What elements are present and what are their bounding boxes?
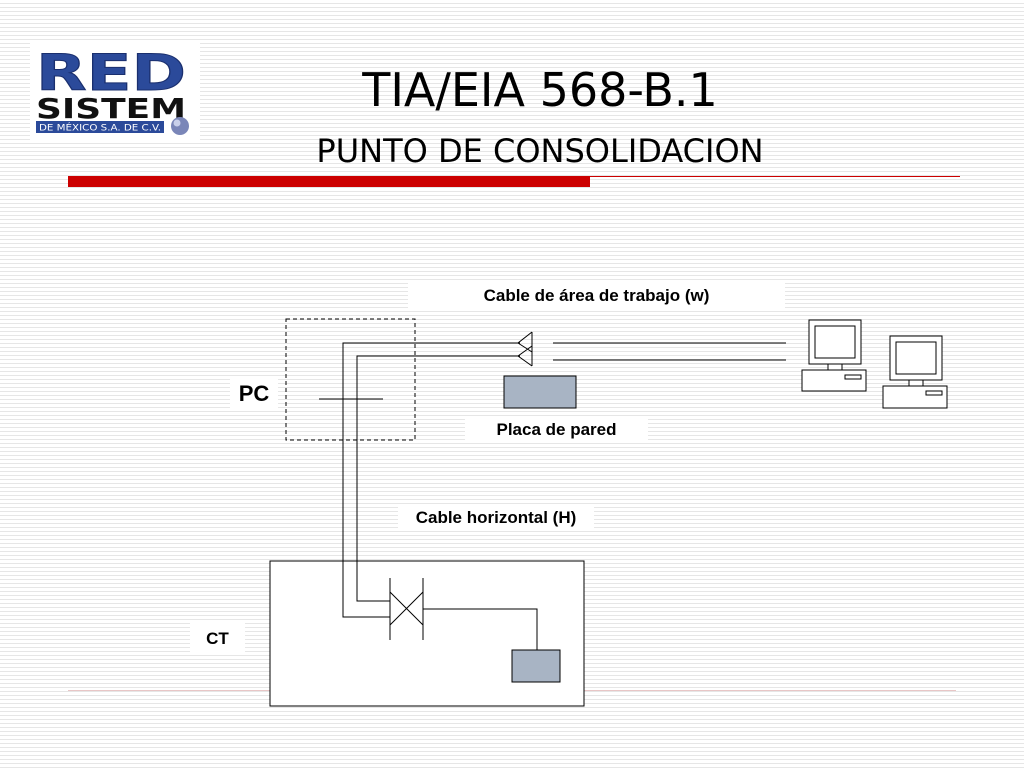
wall-plate bbox=[503, 375, 577, 409]
computer-icon-1 bbox=[801, 319, 867, 392]
horizontal-cable-label: Cable horizontal (H) bbox=[398, 505, 594, 531]
horizontal-cable-outer bbox=[342, 342, 520, 618]
patch-cord bbox=[423, 608, 538, 650]
equipment-box bbox=[511, 649, 561, 683]
slide-subtitle: PUNTO DE CONSOLIDACION bbox=[316, 132, 764, 170]
header-divider bbox=[68, 176, 590, 187]
outlet-connector-1 bbox=[517, 331, 533, 353]
consolidation-point-label: PC bbox=[230, 378, 278, 410]
consolidation-point-box bbox=[285, 318, 416, 441]
cross-connect-x-2 bbox=[389, 591, 424, 626]
company-logo: RED SISTEM DE MÉXICO S.A. DE C.V. bbox=[30, 42, 200, 140]
header-divider-thin bbox=[590, 176, 960, 177]
logo-sistem-text: SISTEM bbox=[36, 92, 186, 125]
logo-tagline-text: DE MÉXICO S.A. DE C.V. bbox=[39, 122, 161, 134]
work-area-cable-label: Cable de área de trabajo (w) bbox=[408, 281, 785, 311]
telecom-room-label: CT bbox=[190, 623, 245, 655]
wall-plate-label: Placa de pared bbox=[465, 417, 648, 443]
slide-title: TIA/EIA 568-B.1 bbox=[362, 63, 718, 117]
computer-icon-2 bbox=[882, 335, 948, 409]
horizontal-cable-inner bbox=[356, 355, 520, 602]
logo-red-text: RED bbox=[36, 44, 186, 102]
outlet-connector-2 bbox=[517, 345, 533, 367]
